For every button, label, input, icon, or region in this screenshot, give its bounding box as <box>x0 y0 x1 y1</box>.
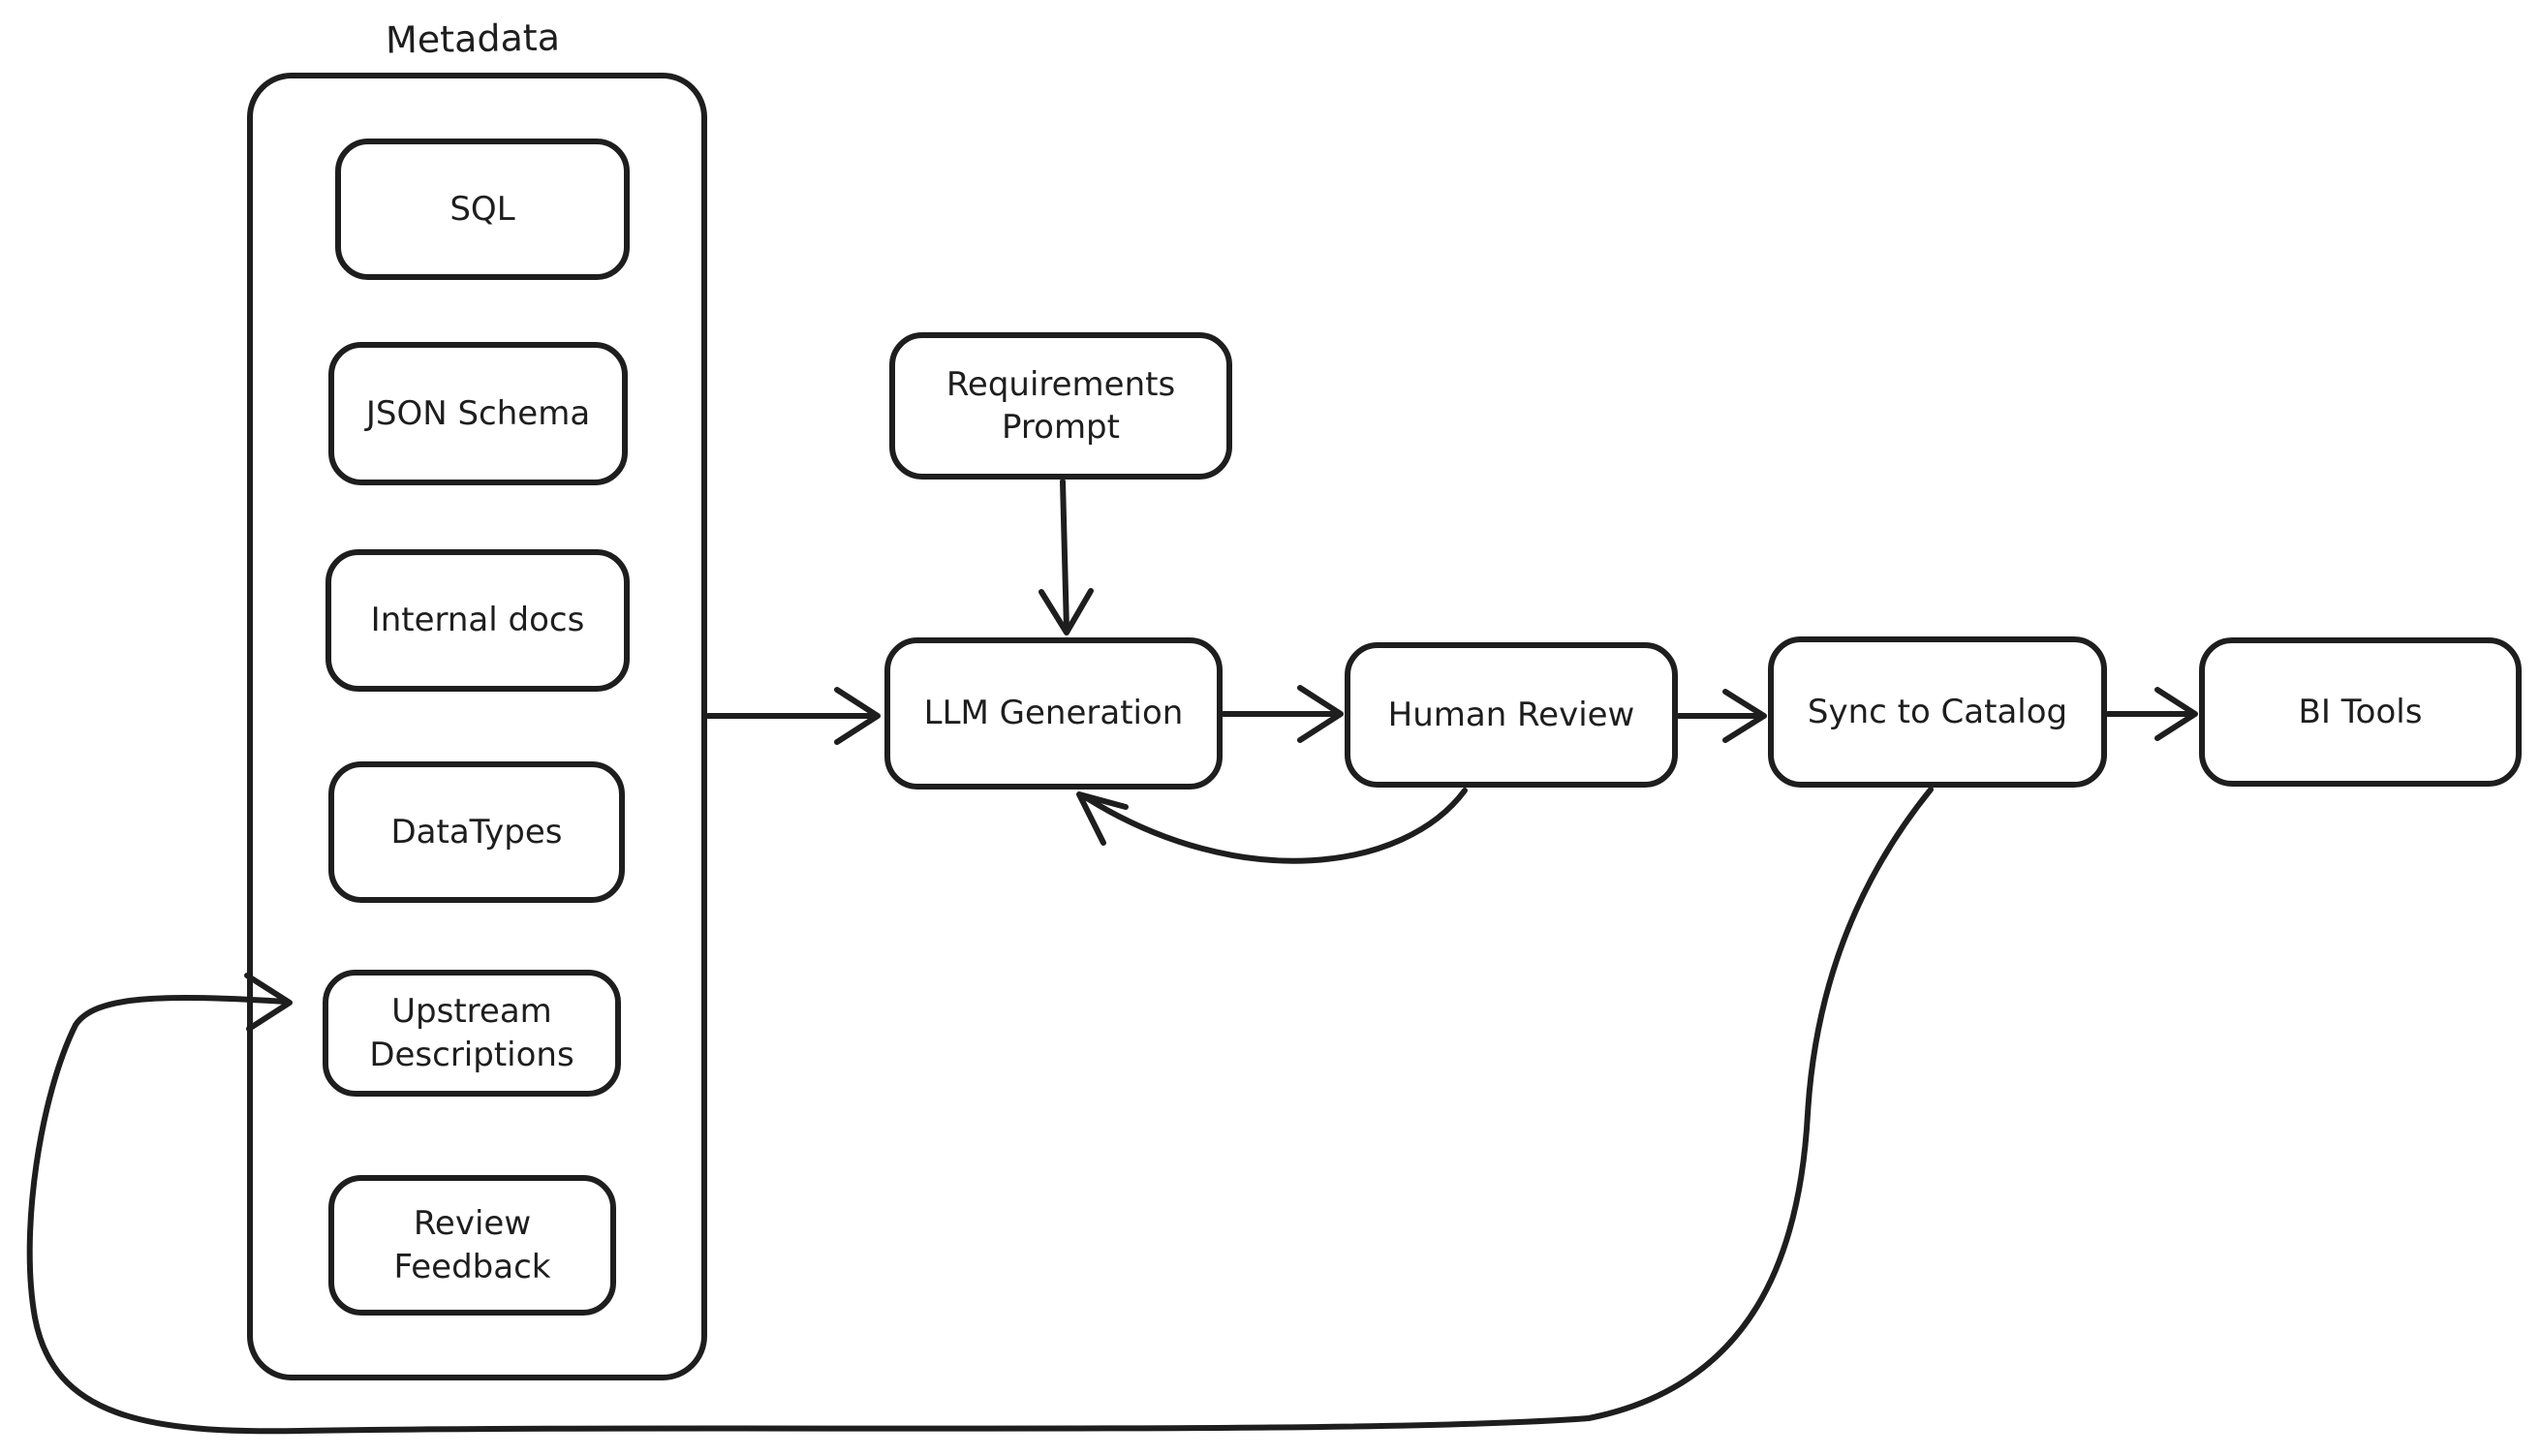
node-json-schema: JSON Schema <box>328 342 628 485</box>
arrow-metadata-to-llm <box>705 687 881 745</box>
node-upstream-descriptions: Upstream Descriptions <box>323 970 621 1097</box>
arrow-sync-to-bi <box>2105 687 2198 741</box>
arrow-human-to-llm-feedback <box>1076 788 1468 864</box>
node-review-feedback: Review Feedback <box>328 1175 616 1316</box>
arrow-human-to-sync <box>1676 689 1767 743</box>
node-sql: SQL <box>335 139 630 280</box>
arrow-llm-to-human <box>1221 685 1344 743</box>
node-human-review: Human Review <box>1345 642 1678 788</box>
node-internal-docs: Internal docs <box>325 549 630 692</box>
node-sync-to-catalog: Sync to Catalog <box>1768 636 2107 788</box>
node-bi-tools: BI Tools <box>2199 637 2522 787</box>
arrow-requirements-to-llm <box>1038 479 1094 635</box>
node-datatypes: DataTypes <box>328 761 625 903</box>
node-requirements-prompt: Requirements Prompt <box>889 332 1232 480</box>
node-llm-generation: LLM Generation <box>884 637 1223 790</box>
metadata-group-title: Metadata <box>385 15 561 62</box>
